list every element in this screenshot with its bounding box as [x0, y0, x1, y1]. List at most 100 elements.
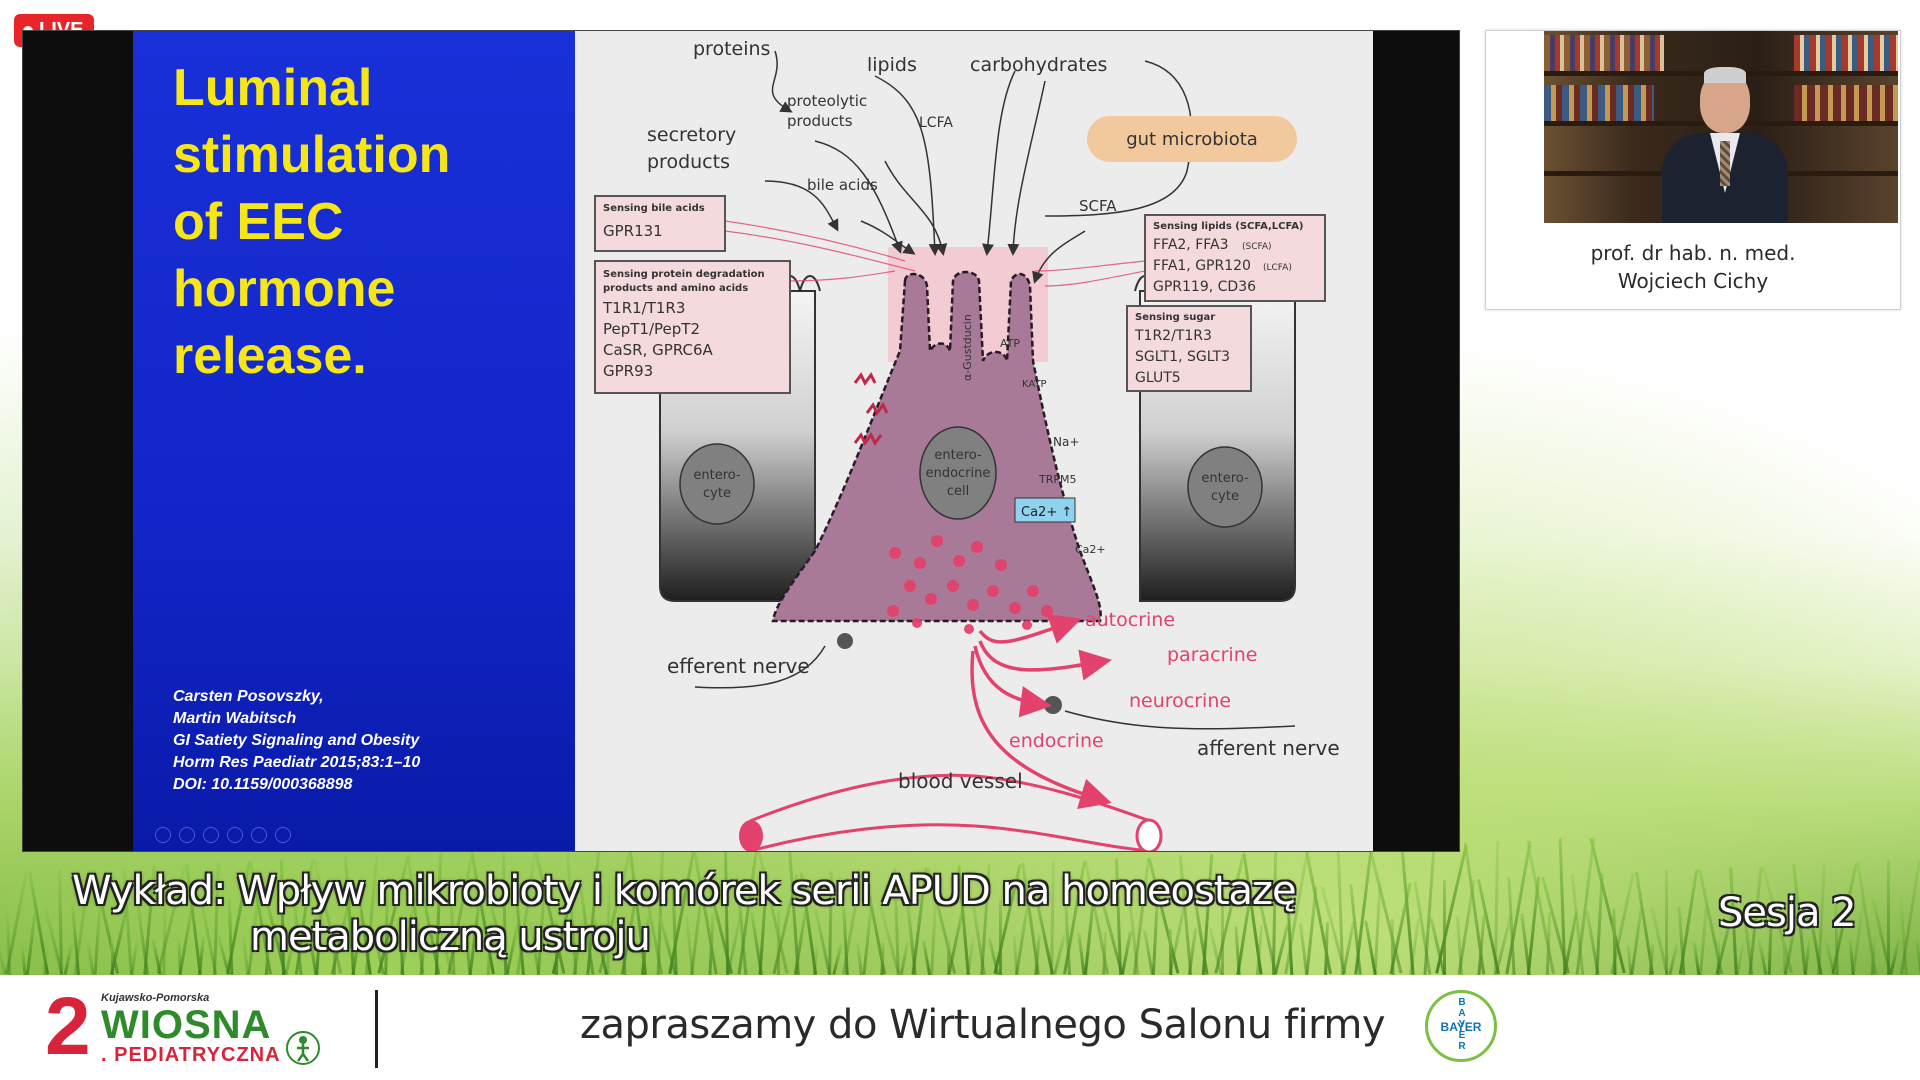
prev-slide-icon[interactable] — [155, 827, 171, 843]
speaker-video — [1544, 31, 1898, 223]
enterocyte-right-label: cyte — [1211, 489, 1239, 504]
granule — [964, 624, 974, 634]
granule — [889, 547, 901, 559]
label-endocrine: endocrine — [1009, 730, 1104, 752]
lecture-title-line1: Wykład: Wpływ mikrobioty i komórek serii… — [72, 868, 1297, 914]
label-scfa: SCFA — [1079, 197, 1117, 215]
granule — [912, 618, 922, 628]
arrow-carbohydrates-2 — [1007, 80, 1046, 256]
citation-line: Carsten Posovszky, — [173, 688, 324, 705]
box-protein-item: GPR93 — [603, 362, 653, 380]
next-slide-icon[interactable] — [179, 827, 195, 843]
granule — [925, 593, 937, 605]
signal-line — [1044, 270, 1146, 287]
signal-line — [1034, 260, 1146, 272]
grass-blade — [1757, 939, 1768, 975]
speaker-tie — [1720, 141, 1730, 186]
enterocyte-left-label: cyte — [703, 486, 731, 501]
more-options-icon[interactable] — [275, 827, 291, 843]
slide-toolbar — [155, 827, 291, 843]
box-bile-acids: Sensing bile acids GPR131 — [594, 195, 726, 252]
granule — [947, 580, 959, 592]
arrow-endocrine — [970, 650, 1112, 810]
label-afferent-nerve: afferent nerve — [1197, 736, 1340, 760]
granule — [887, 605, 899, 617]
ca-box — [1014, 497, 1076, 523]
granule — [953, 555, 965, 567]
slide-right-margin — [1373, 31, 1459, 851]
wiosna-pediatryczna-logo[interactable]: 2 Kujawsko-Pomorska WIOSNA . PEDIATRYCZN… — [45, 982, 335, 1072]
signal-line — [724, 230, 916, 272]
grass-blade — [1665, 870, 1668, 975]
grass-blade — [1575, 837, 1595, 975]
grass-blade — [1887, 860, 1890, 975]
box-lipids-item: GPR119, CD36 — [1153, 279, 1256, 295]
enterocyte-right-label: entero- — [1201, 471, 1249, 486]
slide-citation: Carsten Posovszky, Martin Wabitsch GI Sa… — [173, 686, 573, 796]
books — [1544, 85, 1654, 121]
eec-label: endocrine — [926, 466, 991, 481]
signal-line — [724, 220, 906, 262]
granule — [904, 580, 916, 592]
bottom-bar: 2 Kujawsko-Pomorska WIOSNA . PEDIATRYCZN… — [0, 975, 1920, 1080]
box-lipids-title: Sensing lipids (SCFA,LCFA) — [1153, 221, 1304, 232]
box-sugar-item: GLUT5 — [1135, 370, 1181, 386]
lecture-title-line2: metaboliczną ustroju — [250, 914, 651, 960]
label-proteolytic: products — [787, 112, 853, 130]
zoom-icon[interactable] — [251, 827, 267, 843]
bayer-logo[interactable]: B A Y E R BAYER — [1425, 990, 1497, 1062]
box-lipids-item: FFA1, GPR120 — [1153, 258, 1251, 274]
granule — [967, 599, 979, 611]
slides-grid-icon[interactable] — [227, 827, 243, 843]
enterocyte-right-nucleus — [1187, 446, 1263, 528]
box-lipids-item: FFA2, FFA3 — [1153, 237, 1229, 253]
box-sugar-item: SGLT1, SGLT3 — [1135, 349, 1230, 365]
box-lipids-note: (LCFA) — [1263, 263, 1292, 273]
virtual-salon-invite[interactable]: zapraszamy do Wirtualnego Salonu firmy — [580, 1002, 1386, 1048]
box-bile-title: Sensing bile acids — [603, 203, 705, 214]
label-gustducin: α-Gustducin — [961, 314, 974, 381]
receptor-zigzag — [853, 432, 883, 446]
efferent-nerve-ending — [837, 633, 853, 649]
citation-line: Horm Res Paediatr 2015;83:1–10 — [173, 754, 421, 771]
pen-icon[interactable] — [203, 827, 219, 843]
afferent-nerve-line — [1064, 710, 1296, 730]
logo-wiosna: WIOSNA — [101, 1003, 272, 1047]
eec-label: cell — [947, 484, 969, 499]
granule — [931, 535, 943, 547]
bottom-divider — [375, 990, 378, 1068]
arrow-secretory — [764, 180, 839, 232]
slide-title-line: Luminal — [173, 59, 373, 117]
efferent-nerve-line — [694, 645, 826, 689]
label-autocrine: autocrine — [1085, 609, 1175, 631]
label-atp: ATP — [1000, 337, 1020, 350]
label-secretory: secretory — [647, 124, 736, 146]
child-icon — [286, 1031, 320, 1065]
slide-title: Luminal stimulation of EEC hormone relea… — [173, 55, 553, 390]
grass-blade — [1698, 905, 1709, 975]
granule — [914, 557, 926, 569]
books — [1794, 85, 1898, 121]
bayer-letter: B — [1458, 997, 1466, 1008]
arrow-autocrine — [978, 613, 1082, 644]
speaker-name: Wojciech Cichy — [1617, 269, 1769, 293]
slide-title-line: stimulation — [173, 126, 451, 184]
citation-line: Martin Wabitsch — [173, 710, 297, 727]
label-paracrine: paracrine — [1167, 644, 1257, 666]
label-carbohydrates: carbohydrates — [970, 54, 1107, 76]
box-protein-title: products and amino acids — [603, 283, 748, 294]
logo-number: 2 — [45, 981, 91, 1072]
label-bile-acids: bile acids — [807, 176, 878, 194]
label-ca-plus: Ca2+ — [1075, 543, 1106, 556]
books — [1544, 35, 1664, 71]
box-bile-item: GPR131 — [603, 222, 663, 240]
box-lipids-note: (SCFA) — [1242, 242, 1272, 252]
eec-diagram: Sensing bile acids GPR131 Sensing protei… — [575, 31, 1373, 854]
afferent-nerve-ending — [1044, 696, 1062, 714]
bayer-horizontal: BAYER — [1440, 1020, 1482, 1034]
enterocyte-left-nucleus — [679, 443, 755, 525]
grass-blade — [1423, 844, 1436, 975]
citation-line: GI Satiety Signaling and Obesity — [173, 732, 420, 749]
box-sugar: Sensing sugar T1R2/T1R3 SGLT1, SGLT3 GLU… — [1126, 305, 1252, 392]
label-lcfa: LCFA — [919, 115, 953, 131]
